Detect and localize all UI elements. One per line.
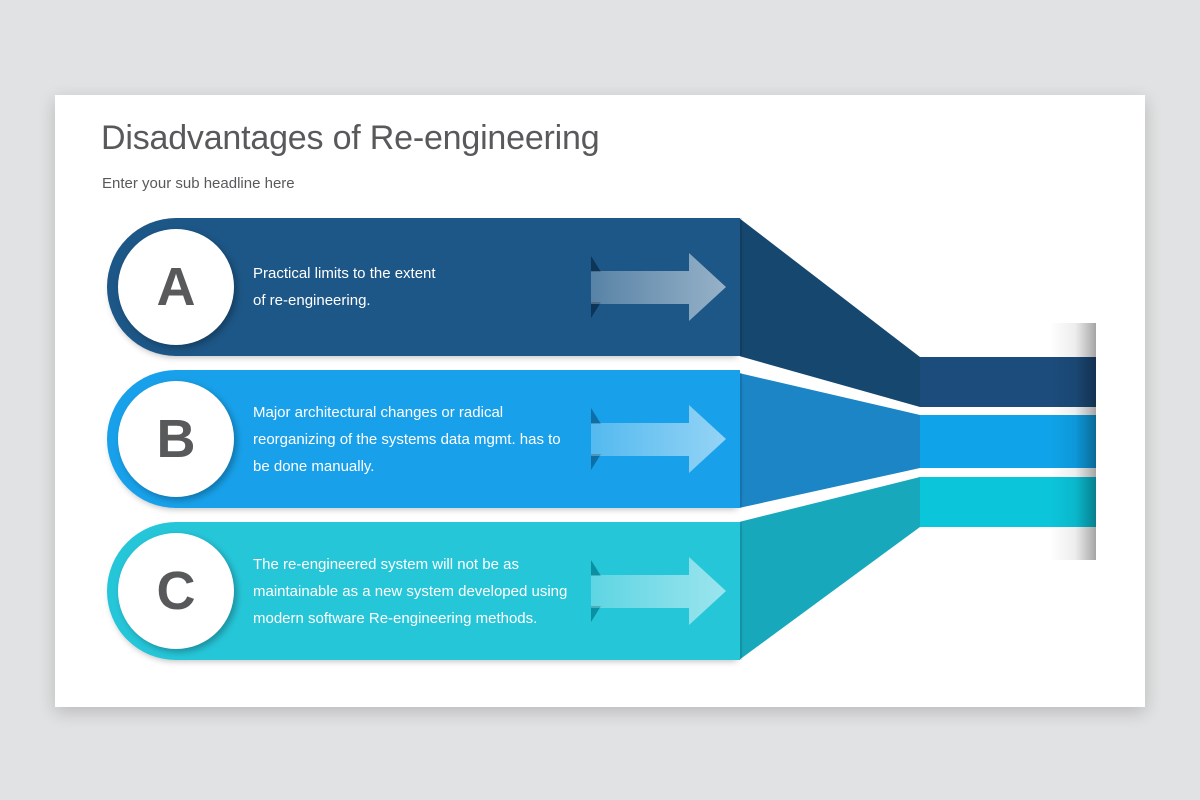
fold-crease [740, 522, 742, 660]
page-subtitle: Enter your sub headline here [102, 175, 295, 192]
page-curl-shadow [1050, 323, 1096, 560]
band-a-letter: A [156, 257, 196, 317]
arrow-right-icon [591, 557, 726, 625]
band-c-letter: C [156, 561, 196, 621]
band-a-fold [740, 218, 920, 407]
funnel-convergence-graphic [740, 218, 1096, 660]
band-c: C The re-engineered system will not be a… [107, 522, 740, 660]
band-c-badge: C [118, 533, 234, 649]
band-c-fold [740, 477, 920, 660]
band-a-badge: A [118, 229, 234, 345]
band-b-description: Major architectural changes or radical r… [253, 403, 561, 475]
arrow-right-icon [591, 405, 726, 473]
band-c-description: The re-engineered system will not be as … [253, 555, 568, 627]
band-a: A Practical limits to the extent of re-e… [107, 218, 740, 356]
arrow-right-icon [591, 253, 726, 321]
slide-canvas: Disadvantages of Re-engineering Enter yo… [55, 95, 1145, 707]
band-b-fold [740, 373, 920, 508]
band-b-letter: B [156, 409, 196, 469]
page-title: Disadvantages of Re-engineering [101, 119, 600, 157]
fold-crease [740, 373, 742, 508]
fold-crease [740, 218, 742, 356]
band-b-badge: B [118, 381, 234, 497]
band-b: B Major architectural changes or radical… [107, 370, 740, 508]
band-a-description: Practical limits to the extent of re-eng… [253, 265, 436, 309]
